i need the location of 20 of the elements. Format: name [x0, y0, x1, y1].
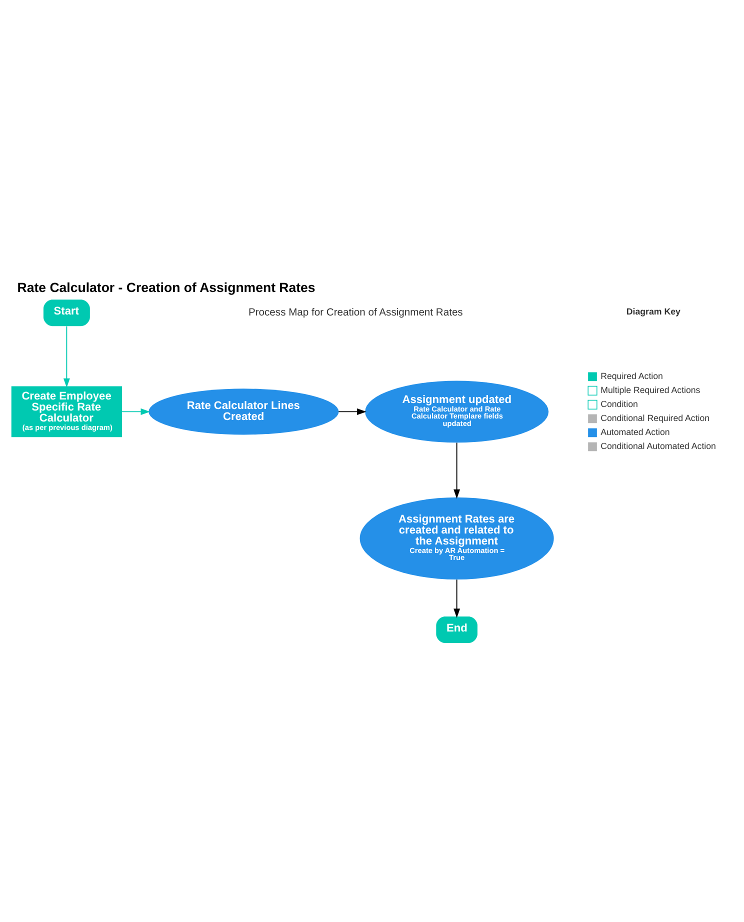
arrow [454, 442, 460, 499]
arrow [122, 408, 150, 415]
node-ellipse: Rate Calculator Lines Created [148, 388, 339, 435]
node-ellipse: Assignment updated Rate Calculator and Rate Calculator Templare fields updated [365, 380, 549, 443]
legend-label: Automated Action [600, 426, 670, 437]
node-box: Create Employee Specific Rate Calculator (as per previous diagram) [11, 386, 122, 438]
label: Process Map for Creation of Assignment Rates [248, 308, 463, 319]
label: Diagram Key [626, 306, 680, 316]
arrow [454, 579, 460, 618]
diagram-title: Rate Calculator - Creation of Assignment Rates [17, 280, 316, 295]
legend-label: Condition [600, 398, 638, 409]
legend-label: Required Action [600, 370, 663, 381]
arrow [63, 326, 70, 388]
node-box: End [436, 616, 478, 644]
legend-label: Conditional Required Action [600, 412, 710, 423]
legend-label: Multiple Required Actions [600, 384, 700, 395]
arrow [338, 408, 366, 415]
node-box: Start [43, 300, 90, 326]
node-ellipse: Assignment Rates are created and related to the Assignment Create by AR Automation = True [360, 497, 554, 580]
legend-label: Conditional Automated Action [600, 441, 716, 452]
